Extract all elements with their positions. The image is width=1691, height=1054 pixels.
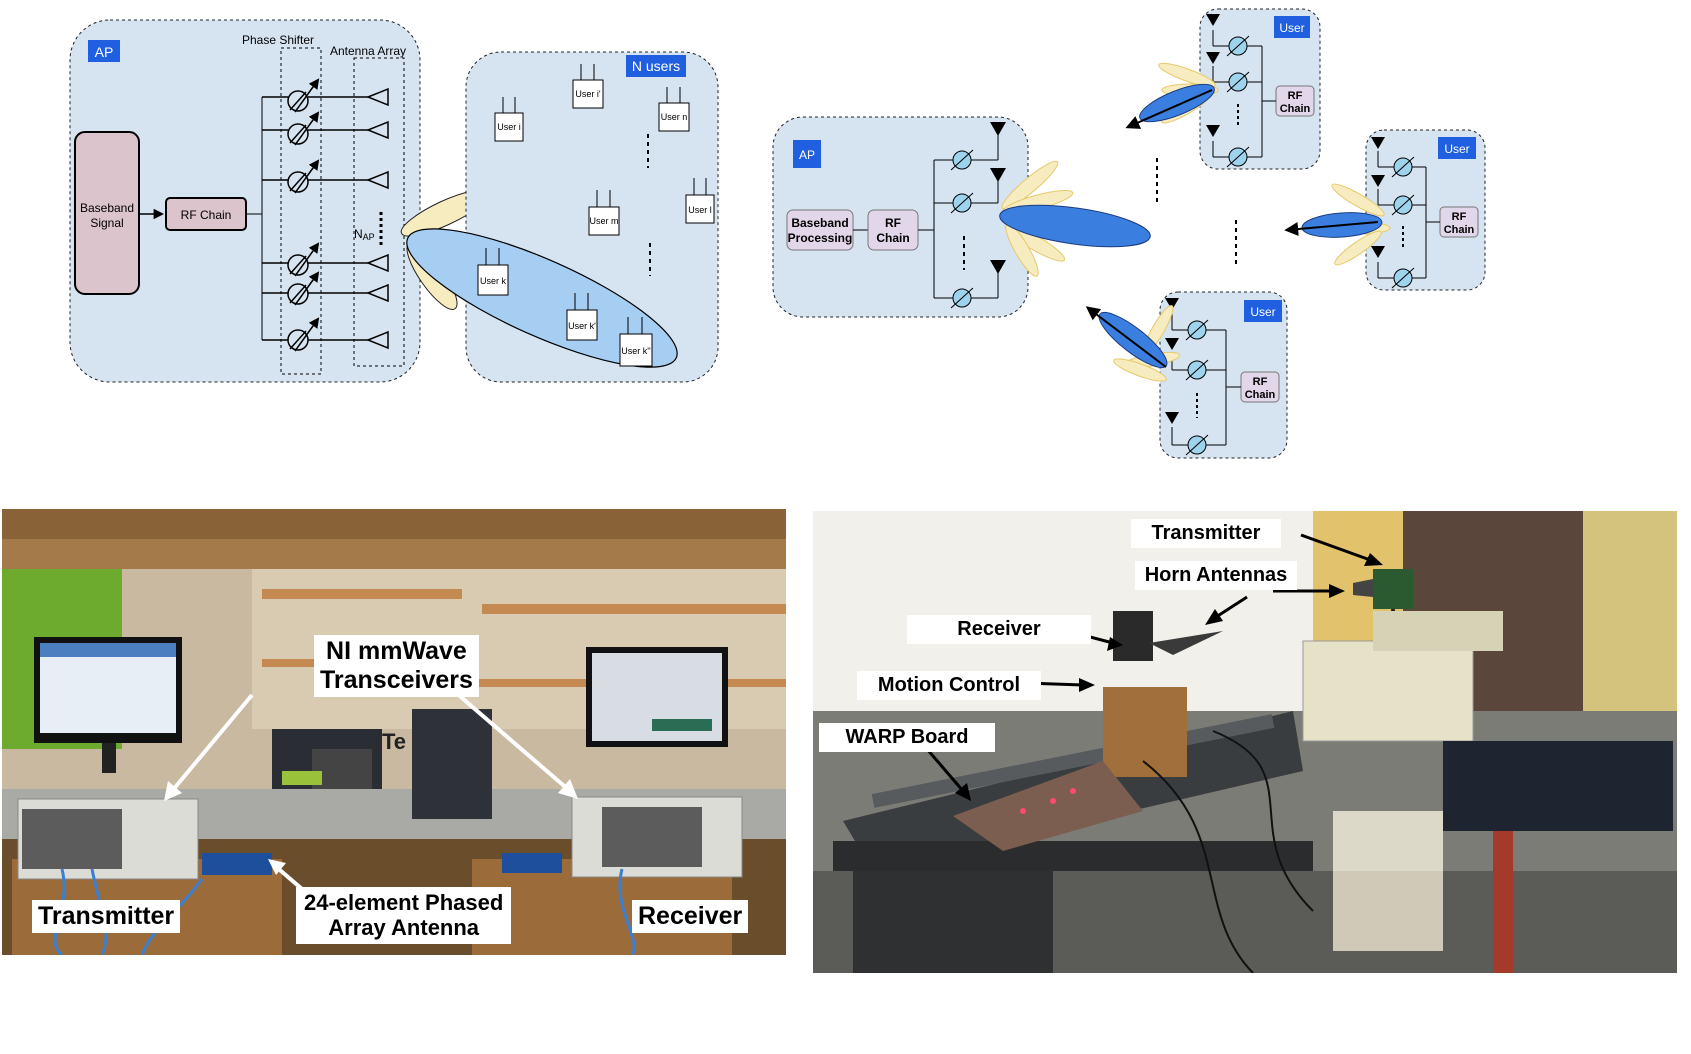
user-panel: User RF Chain (1199, 8, 1321, 170)
label-transceivers-line1: NI mmWave (326, 637, 467, 665)
users-badge (626, 55, 686, 77)
label-horn-antennas: Horn Antennas (1135, 561, 1297, 590)
svg-text:User: User (1279, 21, 1304, 35)
user-panel: User RF Chain (1365, 129, 1486, 291)
svg-text:User i': User i' (575, 89, 601, 99)
phase-shifter-branch (262, 78, 389, 352)
label-warp-board: WARP Board (819, 723, 995, 752)
testbed-photo-warp: Transmitter Horn Antennas Receiver Motio… (813, 511, 1677, 973)
svg-text:RF: RF (1288, 90, 1303, 102)
main-beam (406, 228, 678, 368)
baseband-label-1: Baseband (791, 216, 848, 230)
ap-badge-text: AP (95, 44, 114, 60)
user-panel: User RF Chain (1159, 291, 1288, 459)
testbed-photo-ni: Te NI mmWave Transceivers Transmitter Re… (2, 509, 786, 955)
baseband-label-2: Signal (90, 216, 123, 230)
multi-user-beamforming-diagram: AP Baseband Processing RF Chain User RF … (772, 8, 1486, 459)
ap-badge (88, 40, 120, 62)
label-receiver: Receiver (907, 615, 1091, 644)
svg-text:User k: User k (480, 276, 507, 286)
label-transmitter: Transmitter (1131, 519, 1281, 548)
baseband-block (74, 131, 140, 295)
user-device: User i User i' User n User m User l User… (477, 64, 715, 367)
ap-badge-text: AP (799, 148, 815, 162)
rf-chain-label-1: RF (885, 216, 901, 230)
antenna-array-label: Antenna Array (330, 44, 406, 58)
ap-badge (793, 140, 821, 168)
svg-text:User l: User l (688, 205, 712, 215)
svg-text:Chain: Chain (1245, 389, 1276, 401)
svg-text:User: User (1444, 142, 1469, 156)
svg-text:User n: User n (661, 112, 688, 122)
label-phased-array: 24-element Phased Array Antenna (296, 887, 512, 944)
label-transmitter: Transmitter (32, 900, 181, 933)
phase-shifter-label: Phase Shifter (242, 33, 314, 47)
nap-label: NAP (354, 227, 375, 242)
svg-text:RF: RF (1452, 211, 1467, 223)
label-transceivers: NI mmWave Transceivers (314, 635, 479, 697)
rf-chain-label: RF Chain (181, 208, 232, 222)
svg-text:User: User (1250, 305, 1275, 319)
svg-text:User k'': User k'' (621, 346, 651, 356)
svg-text:User i: User i (497, 122, 521, 132)
users-badge-text: N users (632, 58, 680, 74)
svg-text:User m: User m (590, 216, 619, 226)
main-beam (999, 204, 1151, 248)
rf-chain-label-2: Chain (876, 231, 909, 245)
svg-text:User k': User k' (568, 321, 596, 331)
label-phased-array-line1: 24-element Phased (304, 890, 504, 915)
baseband-label-1: Baseband (80, 201, 134, 215)
label-motion-control: Motion Control (857, 671, 1041, 700)
svg-text:Chain: Chain (1280, 103, 1311, 115)
label-phased-array-line2: Array Antenna (328, 915, 480, 941)
hybrid-beamforming-diagram: AP Baseband Signal RF Chain Phase Shifte… (69, 19, 719, 383)
baseband-label-2: Processing (788, 231, 853, 245)
svg-text:RF: RF (1253, 376, 1268, 388)
svg-text:Chain: Chain (1444, 224, 1475, 236)
label-transceivers-line2: Transceivers (320, 665, 473, 694)
bg-sign-text: Te (382, 729, 406, 754)
label-receiver: Receiver (632, 900, 749, 933)
